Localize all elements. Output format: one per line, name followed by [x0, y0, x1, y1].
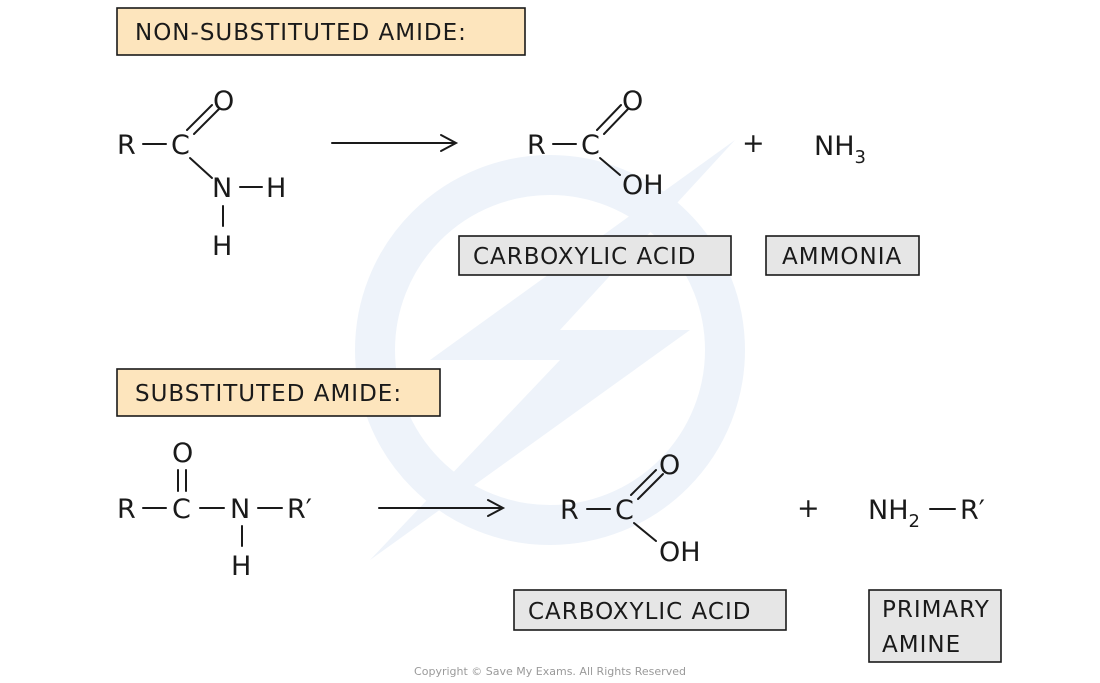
atom-oh: OH [659, 537, 701, 568]
atom-c: C [171, 130, 190, 161]
label-box-primary-amine [868, 589, 1002, 663]
atom-r: R [117, 494, 136, 525]
label-primary-amine-line1: PRIMARY [882, 597, 990, 623]
atom-oh: OH [622, 170, 664, 201]
atom-c: C [581, 130, 600, 161]
label-carboxylic-acid-2: CARBOXYLIC ACID [528, 599, 751, 625]
plus-sign: + [797, 493, 820, 524]
copyright-footer: Copyright © Save My Exams. All Rights Re… [414, 665, 686, 678]
atom-c: C [172, 494, 191, 525]
atom-n: N [212, 173, 232, 204]
atom-c: C [615, 495, 634, 526]
label-ammonia: AMMONIA [782, 244, 902, 270]
header-box-1 [116, 7, 526, 56]
label-box-carboxylic-acid-2 [513, 589, 787, 631]
double-bond-a [186, 104, 213, 131]
double-bond-a [630, 469, 657, 496]
section-substituted: SUBSTITUTED AMIDE: O R C N R′ H R C [116, 368, 1002, 663]
atom-r: R [117, 130, 136, 161]
reaction-arrow-1 [331, 134, 459, 152]
atom-r: R [560, 495, 579, 526]
label-primary-amine-line2: AMINE [882, 632, 961, 658]
label-box-carboxylic-acid-1 [458, 235, 732, 276]
reaction-arrow-2 [378, 499, 506, 517]
product-primary-amine: NH2 R′ [868, 495, 985, 532]
atom-h: H [212, 231, 232, 262]
double-bond-b [637, 473, 664, 500]
atom-o: O [659, 450, 680, 481]
watermark-logo [355, 140, 745, 560]
atom-n: N [230, 494, 250, 525]
section-header-substituted: SUBSTITUTED AMIDE: [135, 381, 402, 407]
reactant-substituted-amide: O R C N R′ H [117, 438, 312, 582]
formula-nh2: NH2 [868, 495, 920, 532]
label-carboxylic-acid-1: CARBOXYLIC ACID [473, 244, 696, 270]
product-carboxylic-acid-1: R C O OH [527, 86, 664, 201]
atom-o: O [172, 438, 193, 469]
atom-h: H [266, 173, 286, 204]
double-bond-a [596, 104, 622, 131]
section-non-substituted: NON-SUBSTITUTED AMIDE: R C O N H H R C [116, 7, 920, 276]
product-carboxylic-acid-2: R C O OH [560, 450, 701, 568]
atom-r-prime: R′ [960, 495, 985, 526]
bond [599, 157, 621, 176]
section-header-non-substituted: NON-SUBSTITUTED AMIDE: [135, 20, 467, 46]
atom-r-prime: R′ [287, 494, 312, 525]
atom-o: O [622, 86, 643, 117]
product-ammonia: NH3 [814, 131, 866, 168]
atom-r: R [527, 130, 546, 161]
label-box-ammonia [765, 235, 920, 276]
bond [189, 157, 213, 179]
header-box-2 [116, 368, 441, 417]
formula-nh3: NH3 [814, 131, 866, 168]
double-bond-b [603, 108, 629, 135]
double-bond-b [193, 108, 220, 135]
reactant-amide: R C O N H H [117, 86, 286, 262]
atom-o: O [213, 86, 234, 117]
bond [633, 522, 657, 542]
atom-h: H [231, 551, 251, 582]
plus-sign: + [742, 128, 765, 159]
